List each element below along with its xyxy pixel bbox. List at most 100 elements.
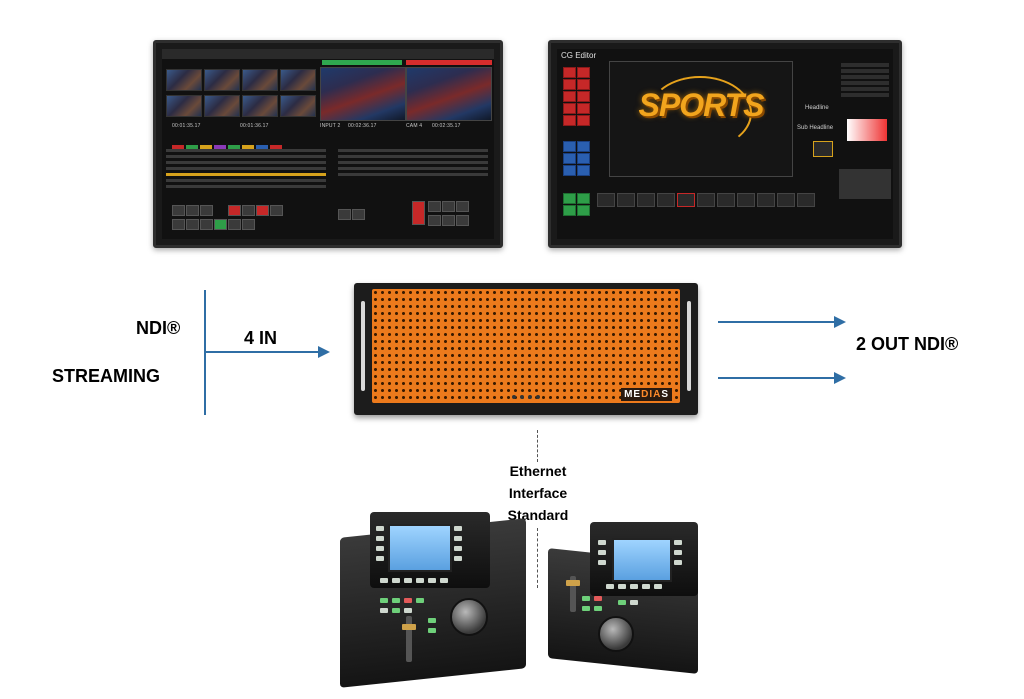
thumbnail[interactable] [242, 95, 278, 117]
gallery-item[interactable] [637, 193, 655, 207]
thumbnail[interactable] [166, 95, 202, 117]
controller-button-green[interactable] [380, 598, 388, 603]
thumbnail[interactable] [280, 69, 316, 91]
color-picker[interactable] [847, 119, 887, 141]
list-item[interactable] [166, 161, 326, 164]
controller-button[interactable] [392, 578, 400, 583]
logo-thumbnail[interactable] [813, 141, 833, 157]
controller-button[interactable] [404, 608, 412, 613]
controller-button[interactable] [598, 550, 606, 555]
controller-button[interactable] [380, 608, 388, 613]
key[interactable] [270, 205, 283, 216]
controller-button-green[interactable] [594, 606, 602, 611]
controller-button[interactable] [380, 578, 388, 583]
thumbnail[interactable] [166, 69, 202, 91]
key[interactable] [428, 201, 441, 212]
tool-button[interactable] [563, 103, 576, 114]
list-item[interactable] [338, 173, 488, 176]
tool-button[interactable] [577, 91, 590, 102]
gallery-item[interactable] [597, 193, 615, 207]
t-bar-handle[interactable] [566, 580, 580, 586]
key[interactable] [172, 205, 185, 216]
key[interactable] [442, 201, 455, 212]
controller-button-green[interactable] [618, 600, 626, 605]
thumbnail[interactable] [204, 69, 240, 91]
controller-button[interactable] [440, 578, 448, 583]
key[interactable] [456, 215, 469, 226]
list-item[interactable] [166, 185, 326, 188]
gallery-item[interactable] [617, 193, 635, 207]
program-view[interactable] [406, 67, 492, 121]
cg-canvas[interactable]: SPORTS [609, 61, 793, 177]
tool-button[interactable] [563, 165, 576, 176]
tool-button[interactable] [577, 103, 590, 114]
list-item[interactable] [166, 155, 326, 158]
tool-button[interactable] [563, 91, 576, 102]
list-item[interactable] [338, 161, 488, 164]
controller-button[interactable] [674, 550, 682, 555]
preview-view[interactable] [320, 67, 406, 121]
controller-button[interactable] [416, 578, 424, 583]
controller-button[interactable] [598, 560, 606, 565]
controller-button[interactable] [454, 526, 462, 531]
controller-button[interactable] [642, 584, 650, 589]
list-item[interactable] [166, 149, 326, 152]
controller-button[interactable] [618, 584, 626, 589]
key[interactable] [186, 205, 199, 216]
key[interactable] [352, 209, 365, 220]
tool-button[interactable] [577, 67, 590, 78]
list-item[interactable] [166, 167, 326, 170]
key[interactable] [172, 219, 185, 230]
record-key[interactable] [412, 201, 425, 225]
gallery-item[interactable] [657, 193, 675, 207]
controller-button[interactable] [630, 600, 638, 605]
controller-button[interactable] [454, 556, 462, 561]
large-controller[interactable] [340, 506, 528, 688]
controller-button[interactable] [376, 536, 384, 541]
tool-button[interactable] [563, 205, 576, 216]
tool-button[interactable] [577, 141, 590, 152]
gallery-item[interactable] [757, 193, 775, 207]
gallery-item[interactable] [717, 193, 735, 207]
property-row[interactable] [841, 69, 889, 73]
property-row[interactable] [841, 93, 889, 97]
controller-button-red[interactable] [594, 596, 602, 601]
key[interactable] [428, 215, 441, 226]
controller-button-green[interactable] [392, 598, 400, 603]
list-item-selected[interactable] [166, 173, 326, 176]
controller-button[interactable] [428, 578, 436, 583]
controller-button-red[interactable] [404, 598, 412, 603]
property-row[interactable] [841, 87, 889, 91]
controller-button-green[interactable] [428, 618, 436, 623]
gallery-item[interactable] [777, 193, 795, 207]
key[interactable] [186, 219, 199, 230]
key[interactable] [242, 219, 255, 230]
gallery-item[interactable] [737, 193, 755, 207]
controller-button-green[interactable] [416, 598, 424, 603]
controller-button[interactable] [630, 584, 638, 589]
tab-strip[interactable] [172, 137, 284, 155]
controller-button[interactable] [674, 560, 682, 565]
tool-button[interactable] [563, 79, 576, 90]
controller-button[interactable] [376, 526, 384, 531]
controller-button-green[interactable] [392, 608, 400, 613]
tool-button[interactable] [577, 153, 590, 164]
t-bar-handle[interactable] [402, 624, 416, 630]
tool-button[interactable] [577, 205, 590, 216]
thumbnail[interactable] [204, 95, 240, 117]
key[interactable] [242, 205, 255, 216]
tool-button[interactable] [577, 115, 590, 126]
controller-button[interactable] [606, 584, 614, 589]
gallery-item[interactable] [697, 193, 715, 207]
tool-button[interactable] [577, 165, 590, 176]
thumbnail[interactable] [242, 69, 278, 91]
controller-button-green[interactable] [582, 596, 590, 601]
key[interactable] [200, 219, 213, 230]
jog-wheel[interactable] [450, 598, 488, 636]
controller-button-green[interactable] [582, 606, 590, 611]
key[interactable] [200, 205, 213, 216]
tool-button[interactable] [563, 153, 576, 164]
controller-button[interactable] [454, 536, 462, 541]
key[interactable] [442, 215, 455, 226]
controller-button-green[interactable] [428, 628, 436, 633]
